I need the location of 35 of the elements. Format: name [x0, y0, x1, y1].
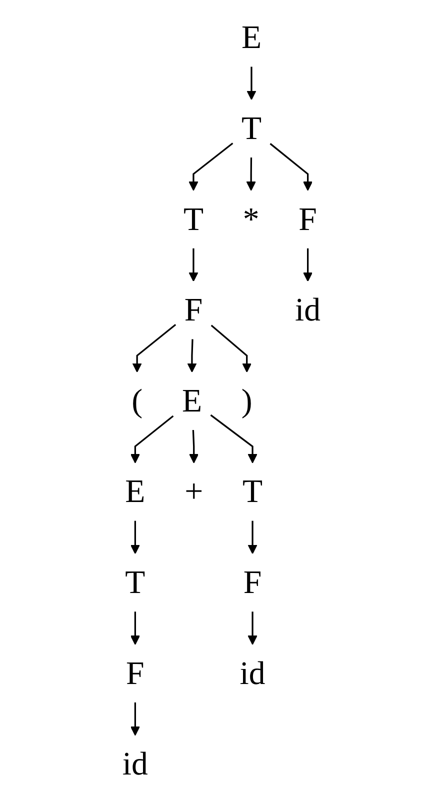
node-text: id	[295, 292, 321, 328]
node-text: T	[183, 201, 204, 238]
node-text: id	[122, 746, 148, 782]
arrow	[132, 324, 176, 372]
arrow	[130, 612, 140, 645]
arrow	[130, 520, 140, 554]
node-text: )	[241, 382, 252, 420]
arrow	[248, 612, 258, 645]
node-text: F	[126, 655, 144, 692]
node-text: T	[125, 564, 146, 601]
node-text: E	[125, 474, 146, 510]
arrow	[246, 158, 256, 191]
arrow	[210, 414, 258, 464]
arrow	[188, 248, 198, 282]
arrow	[130, 702, 140, 736]
arrow	[246, 66, 256, 100]
node-text: F	[184, 292, 203, 328]
node-text: E	[241, 20, 262, 56]
arrow	[210, 324, 252, 372]
arrow	[303, 248, 313, 282]
node-text: T	[242, 474, 263, 510]
node-text: *	[242, 201, 260, 238]
node-text: id	[240, 655, 266, 692]
node-text: (	[132, 382, 143, 420]
arrow	[270, 143, 313, 191]
arrow	[248, 520, 258, 554]
arrow	[188, 142, 234, 191]
node-text: +	[184, 474, 204, 510]
node-text: F	[298, 201, 317, 238]
arrow	[130, 415, 174, 464]
arrow	[189, 430, 199, 464]
arrow	[187, 339, 197, 372]
node-text: E	[182, 382, 202, 420]
node-text: F	[243, 564, 262, 601]
node-text: T	[241, 110, 262, 147]
